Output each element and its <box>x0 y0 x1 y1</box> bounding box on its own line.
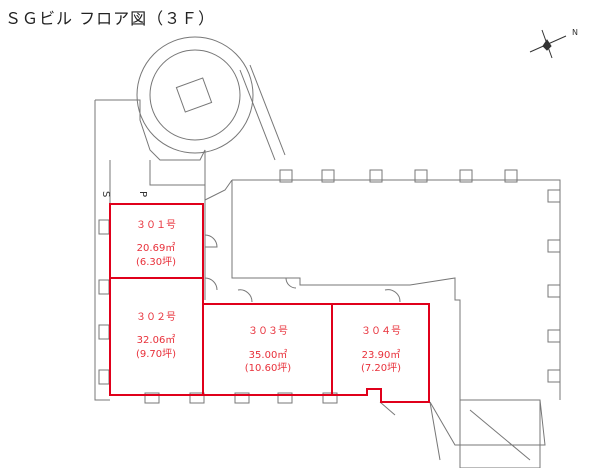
room-302[interactable]: ３０２号 32.06㎡ (9.70坪) <box>109 277 204 396</box>
room-301[interactable]: ３０１号 20.69㎡ (6.30坪) <box>109 203 204 279</box>
svg-text:N: N <box>572 28 578 37</box>
page-title: ＳＧビル フロア図（３Ｆ） <box>5 9 216 28</box>
room-name: ３０３号 <box>248 325 288 337</box>
room-area: 35.00㎡ <box>249 349 288 361</box>
room-303[interactable]: ３０３号 35.00㎡ (10.60坪) <box>202 303 333 396</box>
compass-icon: N <box>529 28 578 59</box>
room-name: ３０４号 <box>361 325 401 337</box>
room-name: ３０１号 <box>136 219 176 231</box>
windows <box>98 169 561 404</box>
label-s: S <box>100 191 111 197</box>
walls <box>94 99 561 468</box>
room-area: 32.06㎡ <box>137 334 176 346</box>
room-area: 23.90㎡ <box>362 349 401 361</box>
label-p: P <box>137 191 148 197</box>
room-tsubo: (9.70坪) <box>136 347 176 360</box>
room-tsubo: (6.30坪) <box>136 255 176 268</box>
room-tsubo: (10.60坪) <box>245 361 292 374</box>
room-tsubo: (7.20坪) <box>361 361 401 374</box>
room-304[interactable]: ３０４号 23.90㎡ (7.20坪) <box>331 303 430 403</box>
room-name: ３０２号 <box>136 311 176 323</box>
spiral-staircase <box>136 36 286 161</box>
doors <box>204 234 401 303</box>
room-area: 20.69㎡ <box>137 242 176 254</box>
